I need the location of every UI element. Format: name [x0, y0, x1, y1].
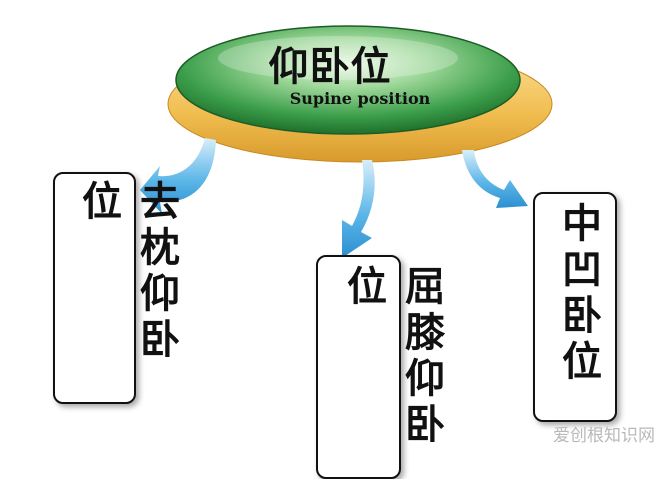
branch-label-right: 中凹卧位 — [555, 202, 601, 386]
arrow-middle — [342, 160, 375, 258]
arrow-left — [140, 138, 216, 214]
arrow-right — [462, 150, 528, 208]
watermark: 爱创根知识网 — [553, 426, 655, 446]
branch-box-middle: 屈膝仰卧位 — [316, 255, 444, 479]
center-subtitle: Supine position — [289, 89, 431, 108]
center-node-highlight — [218, 36, 458, 80]
branch-label-left: 去枕仰卧位 — [75, 180, 179, 364]
center-node — [175, 25, 521, 135]
branch-label-middle: 屈膝仰卧位 — [340, 265, 444, 449]
center-title: 仰卧位 — [268, 44, 392, 90]
branch-box-left: 去枕仰卧位 — [53, 172, 179, 404]
diagram-canvas — [140, 25, 553, 258]
branch-box-right: 中凹卧位 — [533, 192, 617, 422]
